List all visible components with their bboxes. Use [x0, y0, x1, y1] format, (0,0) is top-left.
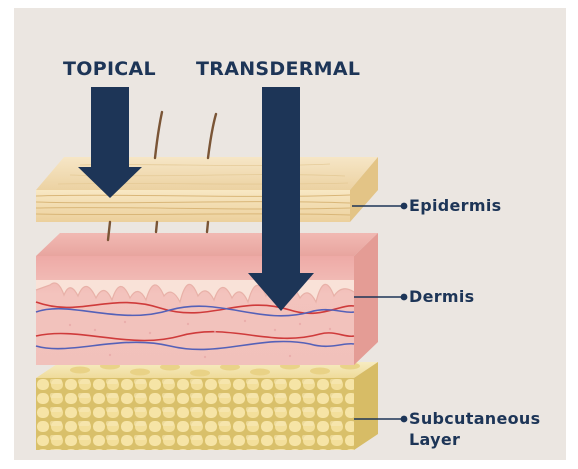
dermis-label: Dermis	[409, 286, 475, 307]
subcutaneous-label-line1: Subcutaneous	[409, 408, 540, 429]
epidermis-pointer-dot	[401, 203, 408, 210]
topical-label: TOPICAL	[63, 58, 156, 80]
subcutaneous-label-line2: Layer	[409, 429, 540, 450]
epidermis-layer	[36, 157, 378, 222]
dermis-pointer-dot	[401, 294, 408, 301]
transdermal-label: TRANSDERMAL	[196, 58, 360, 80]
subcutaneous-pointer-dot	[401, 416, 408, 423]
epidermis-label: Epidermis	[409, 195, 501, 216]
subcutaneous-label: Subcutaneous Layer	[409, 408, 540, 450]
subcutaneous-layer	[36, 362, 378, 450]
dermis-layer	[36, 233, 378, 365]
